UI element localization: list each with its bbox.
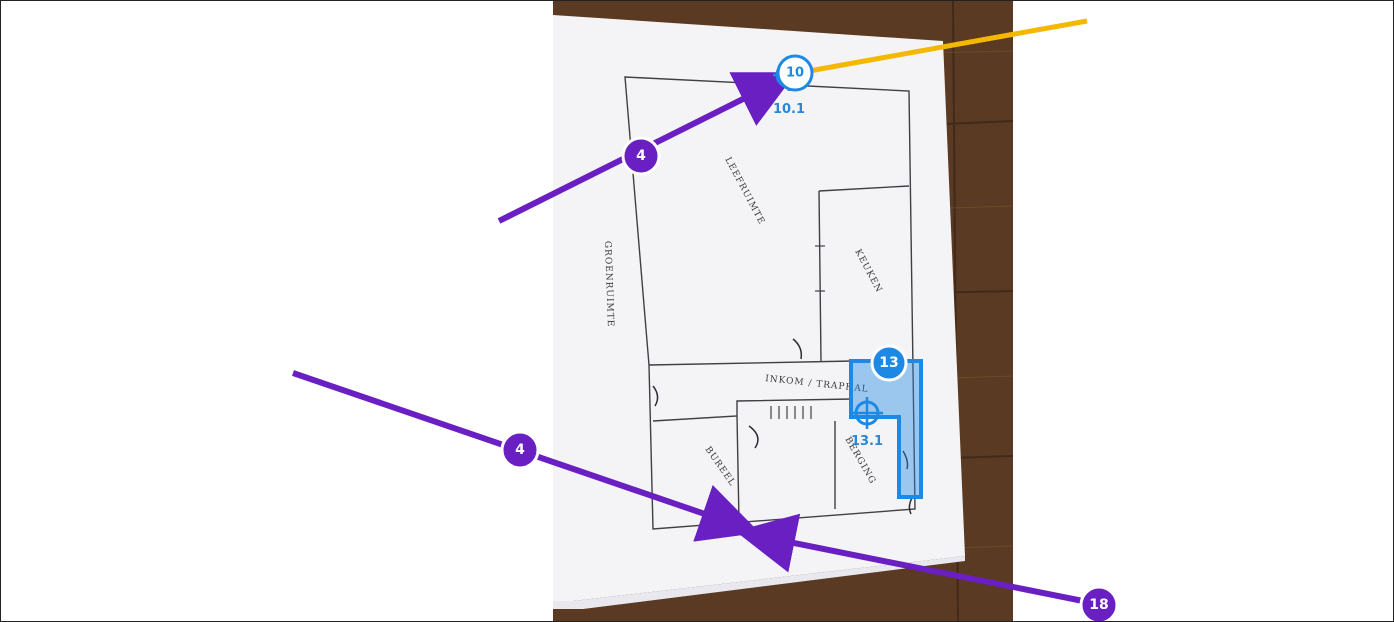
badge-4-bottom-label: 4 [515,442,525,458]
arrow-18[interactable] [735,513,1104,608]
badge-18[interactable]: 18 [1079,585,1119,621]
badge-18-label: 18 [1089,597,1108,613]
crosshair-marker-13-1[interactable] [851,397,883,429]
orange-connector-line[interactable] [808,18,1088,74]
badge-4-bottom[interactable]: 4 [500,430,540,470]
badge-4-top-label: 4 [636,148,646,164]
marker-label-10-1: 10.1 [773,102,805,117]
marker-label-13-1: 13.1 [851,434,883,449]
badge-4-top[interactable]: 4 [621,136,661,176]
area-badge-13-label: 13 [879,355,898,371]
area-badge-13[interactable]: 13 [870,344,908,382]
marker-badge-10[interactable]: 10 [776,54,814,92]
highlight-area-13[interactable] [849,359,923,499]
marker-badge-10-label: 10 [786,66,804,81]
sketch-label-groenruimte: GROENRUIMTE [602,241,615,328]
